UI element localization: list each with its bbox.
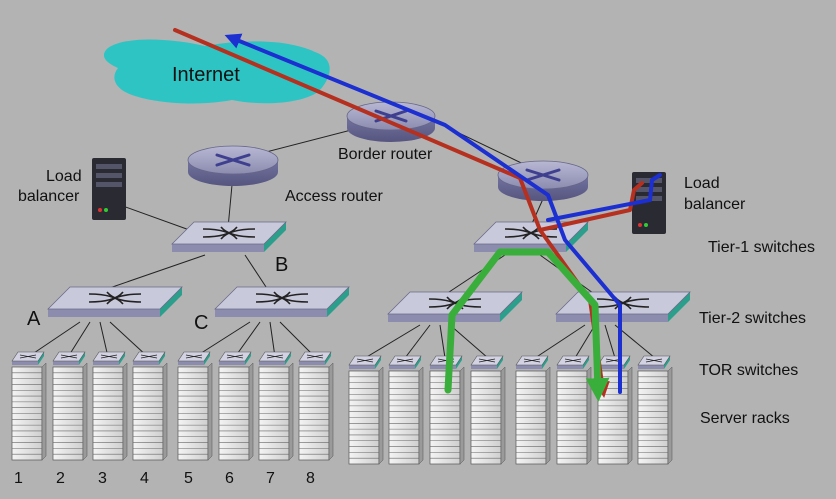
server-rack	[637, 366, 673, 465]
rack-number-5: 5	[184, 470, 193, 487]
path-red-lb	[538, 181, 644, 232]
server-rack	[556, 366, 592, 465]
server-rack	[597, 366, 633, 465]
path-blue-lb	[546, 173, 662, 222]
load-balancer-left-icon	[92, 158, 126, 220]
tor-switch	[177, 351, 211, 365]
tor-switch	[258, 351, 292, 365]
tor-label: TOR switches	[699, 362, 799, 379]
tor-switch	[556, 355, 590, 369]
switch-a	[47, 286, 183, 317]
rack-number-7: 7	[266, 470, 275, 487]
tor-switch	[348, 355, 382, 369]
router-border	[346, 101, 436, 142]
switch-c	[214, 286, 350, 317]
tier2-switch-right	[555, 291, 691, 322]
router-access-right	[497, 160, 589, 201]
rack-number-3: 3	[98, 470, 107, 487]
server-rack	[92, 362, 128, 461]
server-rack	[429, 366, 465, 465]
server-rack	[470, 366, 506, 465]
server-rack	[11, 362, 47, 461]
racks-label: Server racks	[700, 410, 790, 427]
load-balancer-left-label-2: balancer	[18, 188, 80, 205]
border-router-label: Border router	[338, 146, 433, 163]
tor-switch	[515, 355, 549, 369]
switch-a-label: A	[27, 308, 41, 330]
tor-switch	[11, 351, 45, 365]
rack-number-8: 8	[306, 470, 315, 487]
rack-number-1: 1	[14, 470, 23, 487]
tor-switch	[388, 355, 422, 369]
server-rack	[52, 362, 88, 461]
server-rack	[132, 362, 168, 461]
rack-number-2: 2	[56, 470, 65, 487]
tor-switch	[218, 351, 252, 365]
tor-switch	[52, 351, 86, 365]
internet-label: Internet	[172, 64, 240, 86]
load-balancer-left-label-1: Load	[46, 168, 82, 185]
switch-c-label: C	[194, 312, 209, 334]
server-rack	[298, 362, 334, 461]
tor-switch	[470, 355, 504, 369]
tier2-label: Tier-2 switches	[699, 310, 806, 327]
router-access	[187, 145, 279, 186]
tor-switch	[298, 351, 332, 365]
traffic-paths	[173, 28, 662, 402]
tor-switch	[597, 355, 631, 369]
rack-number-4: 4	[140, 470, 149, 487]
rack-number-6: 6	[225, 470, 234, 487]
server-rack	[348, 366, 384, 465]
tor-switch	[92, 351, 126, 365]
server-rack	[218, 362, 254, 461]
path-green	[444, 248, 610, 402]
server-racks-group	[11, 362, 673, 465]
tor-switch	[637, 355, 671, 369]
switch-b	[171, 221, 287, 252]
server-rack	[258, 362, 294, 461]
tier1-label: Tier-1 switches	[708, 239, 815, 256]
load-balancer-right-label-1: Load	[684, 175, 720, 192]
switch-b-label: B	[275, 254, 289, 276]
tor-switch	[132, 351, 166, 365]
server-rack	[515, 366, 551, 465]
server-rack	[388, 366, 424, 465]
access-router-label: Access router	[285, 188, 383, 205]
load-balancer-right-label-2: balancer	[684, 196, 746, 213]
tor-switches-group	[11, 351, 671, 369]
server-rack	[177, 362, 213, 461]
